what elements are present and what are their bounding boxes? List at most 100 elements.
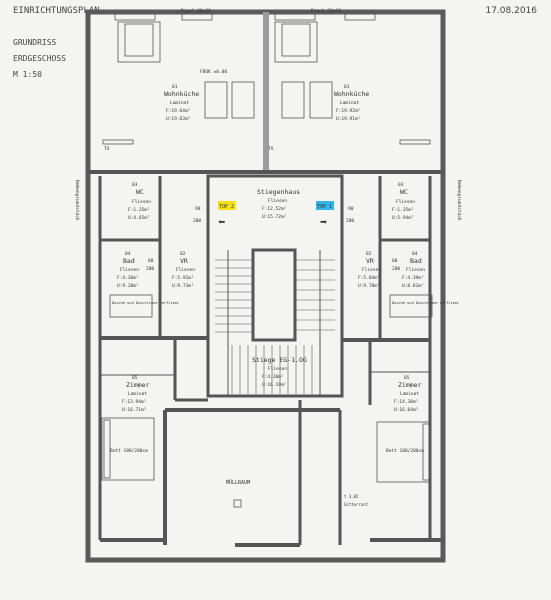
plan-scale: M 1:50: [13, 70, 42, 79]
svg-text:F:14.30m²: F:14.30m²: [394, 399, 418, 405]
plan-subtitle-floor: ERDGESCHOSS: [13, 54, 66, 63]
room-bad-left: 04 Bad Fliesen F:4.36m² U:9.20m²: [117, 251, 139, 289]
room-wohnkueche-left: FBOK ±0.00 01 Wohnküche Laminat F:19.64m…: [164, 69, 227, 122]
svg-text:TOP 2: TOP 2: [219, 204, 234, 210]
svg-text:Laminat: Laminat: [170, 100, 189, 106]
door-width: 80: [148, 258, 154, 264]
svg-text:Fliesen: Fliesen: [268, 198, 287, 204]
svg-text:Fliesen: Fliesen: [268, 366, 287, 372]
svg-text:05: 05: [404, 375, 410, 381]
svg-text:U:5.94m²: U:5.94m²: [392, 215, 414, 221]
svg-text:Zimmer: Zimmer: [398, 381, 422, 389]
room-name: Wohnküche: [334, 90, 369, 98]
svg-text:Laminat: Laminat: [340, 100, 359, 106]
tv-label-left: TV: [104, 146, 110, 152]
svg-text:WC: WC: [400, 188, 408, 196]
svg-text:Fliesen: Fliesen: [176, 267, 195, 273]
svg-text:F:4.39m²: F:4.39m²: [402, 275, 424, 281]
svg-text:Laminat: Laminat: [400, 391, 419, 397]
door-width: 90: [195, 206, 201, 212]
svg-text:Laminat: Laminat: [128, 391, 147, 397]
svg-text:05: 05: [132, 375, 138, 381]
room-vr-left: 02 VR Fliesen F:5.91m² U:9.73m²: [172, 251, 195, 289]
room-muellraum: MÜLLRAUM: [226, 479, 250, 486]
fbok-label: FBOK ±0.00: [200, 69, 227, 75]
room-stiege: Stiege EG-1.OG Fliesen F:4.20m² U:16.19m…: [252, 356, 307, 388]
top1-badge: [316, 201, 334, 210]
svg-text:U:9.20m²: U:9.20m²: [117, 283, 139, 289]
room-vr-right: 02 VR Fliesen F:5.04m² U:9.78m²: [358, 251, 381, 289]
svg-text:F:1.35m²: F:1.35m²: [128, 207, 150, 213]
svg-text:Fliesen: Fliesen: [362, 267, 381, 273]
svg-text:03: 03: [398, 182, 404, 188]
gitterrost-label: Gitterrost: [344, 502, 369, 507]
svg-text:U:4.65m²: U:4.65m²: [128, 215, 150, 221]
top2-badge: [218, 201, 236, 210]
stair-treads: [215, 259, 335, 394]
plan-title: EINRICHTUNGSPLAN: [13, 6, 100, 16]
svg-text:U:16.19m²: U:16.19m²: [262, 382, 286, 388]
svg-text:U:15.72m²: U:15.72m²: [262, 214, 286, 220]
svg-text:U:16.64m²: U:16.64m²: [394, 407, 418, 413]
svg-text:04: 04: [412, 251, 418, 257]
shower-label-right: Dusche und Duschrinne verfliest: [392, 301, 459, 305]
svg-text:U:8.81m²: U:8.81m²: [402, 283, 424, 289]
arrow-left-icon: ⬅: [218, 215, 225, 229]
plan-subtitle-grundriss: GRUNDRISS: [13, 38, 57, 47]
svg-text:VR: VR: [366, 257, 374, 265]
svg-text:VR: VR: [180, 257, 188, 265]
room-name: Wohnküche: [164, 90, 199, 98]
door-width: 80: [392, 258, 398, 264]
svg-text:Fliesen: Fliesen: [396, 199, 415, 205]
bed-left: [101, 417, 155, 481]
svg-text:Bad: Bad: [123, 257, 135, 265]
kitchen-furniture: [102, 21, 431, 145]
svg-text:04: 04: [125, 251, 131, 257]
svg-text:TOP 1: TOP 1: [317, 204, 332, 210]
svg-text:Zimmer: Zimmer: [126, 381, 150, 389]
room-zimmer-left: 05 Zimmer Laminat F:13.94m² U:16.71m²: [122, 375, 150, 413]
svg-text:U:9.78m²: U:9.78m²: [358, 283, 380, 289]
svg-text:U:19.91m²: U:19.91m²: [336, 116, 360, 122]
door-height: 200: [193, 218, 201, 224]
svg-text:02: 02: [366, 251, 372, 257]
svg-text:Fliesen: Fliesen: [132, 199, 151, 205]
door-height: 200: [392, 266, 400, 272]
window-label-right: Rigol 60x60: [311, 8, 341, 14]
svg-text:F:4.20m²: F:4.20m²: [262, 374, 284, 380]
bed-right: [376, 421, 432, 483]
window-label-left: Rigol 60x60: [181, 8, 211, 14]
bed-label-right: Bett 180/200cm: [386, 448, 424, 454]
room-stiegenhaus: Stiegenhaus Fliesen F:12.52m² U:15.72m²: [257, 188, 300, 220]
svg-text:03: 03: [132, 182, 138, 188]
svg-text:01: 01: [344, 84, 350, 90]
svg-text:U:19.63m²: U:19.63m²: [166, 116, 190, 122]
top-windows: [114, 13, 376, 21]
arrow-right-icon: ➡: [320, 215, 327, 229]
svg-text:F:13.94m²: F:13.94m²: [122, 399, 146, 405]
svg-text:F:19.64m²: F:19.64m²: [166, 108, 190, 114]
svg-text:F:12.52m²: F:12.52m²: [262, 206, 286, 212]
room-zimmer-right: 05 Zimmer Laminat F:14.30m² U:16.64m²: [394, 375, 422, 413]
svg-text:F:19.92m²: F:19.92m²: [336, 108, 360, 114]
svg-text:U:16.71m²: U:16.71m²: [122, 407, 146, 413]
svg-text:F:5.91m²: F:5.91m²: [172, 275, 194, 281]
door-width: 90: [348, 206, 354, 212]
svg-text:Bad: Bad: [410, 257, 422, 265]
svg-text:F:1.35m²: F:1.35m²: [392, 207, 414, 213]
svg-text:02: 02: [180, 251, 186, 257]
side-label-left: Nebengrundstück: [74, 180, 80, 221]
door-height: 200: [346, 218, 354, 224]
bed-label-left: Bett 180/200cm: [110, 448, 148, 454]
svg-text:F:5.04m²: F:5.04m²: [358, 275, 380, 281]
room-wc-left: 03 WC Fliesen F:1.35m² U:4.65m²: [128, 182, 151, 221]
room-bad-right: 04 Bad Fliesen F:4.39m² U:8.81m²: [402, 251, 425, 289]
height-label: t 3.02: [344, 494, 359, 499]
svg-text:Fliesen: Fliesen: [120, 267, 139, 273]
svg-text:U:9.73m²: U:9.73m²: [172, 283, 194, 289]
stairwell-wall: [206, 174, 344, 398]
side-label-right: Nebengrundstück: [456, 180, 462, 221]
tv-label-right: TV: [268, 146, 274, 152]
svg-text:Stiege EG-1.OG: Stiege EG-1.OG: [252, 356, 307, 364]
party-wall-top: [263, 12, 269, 172]
